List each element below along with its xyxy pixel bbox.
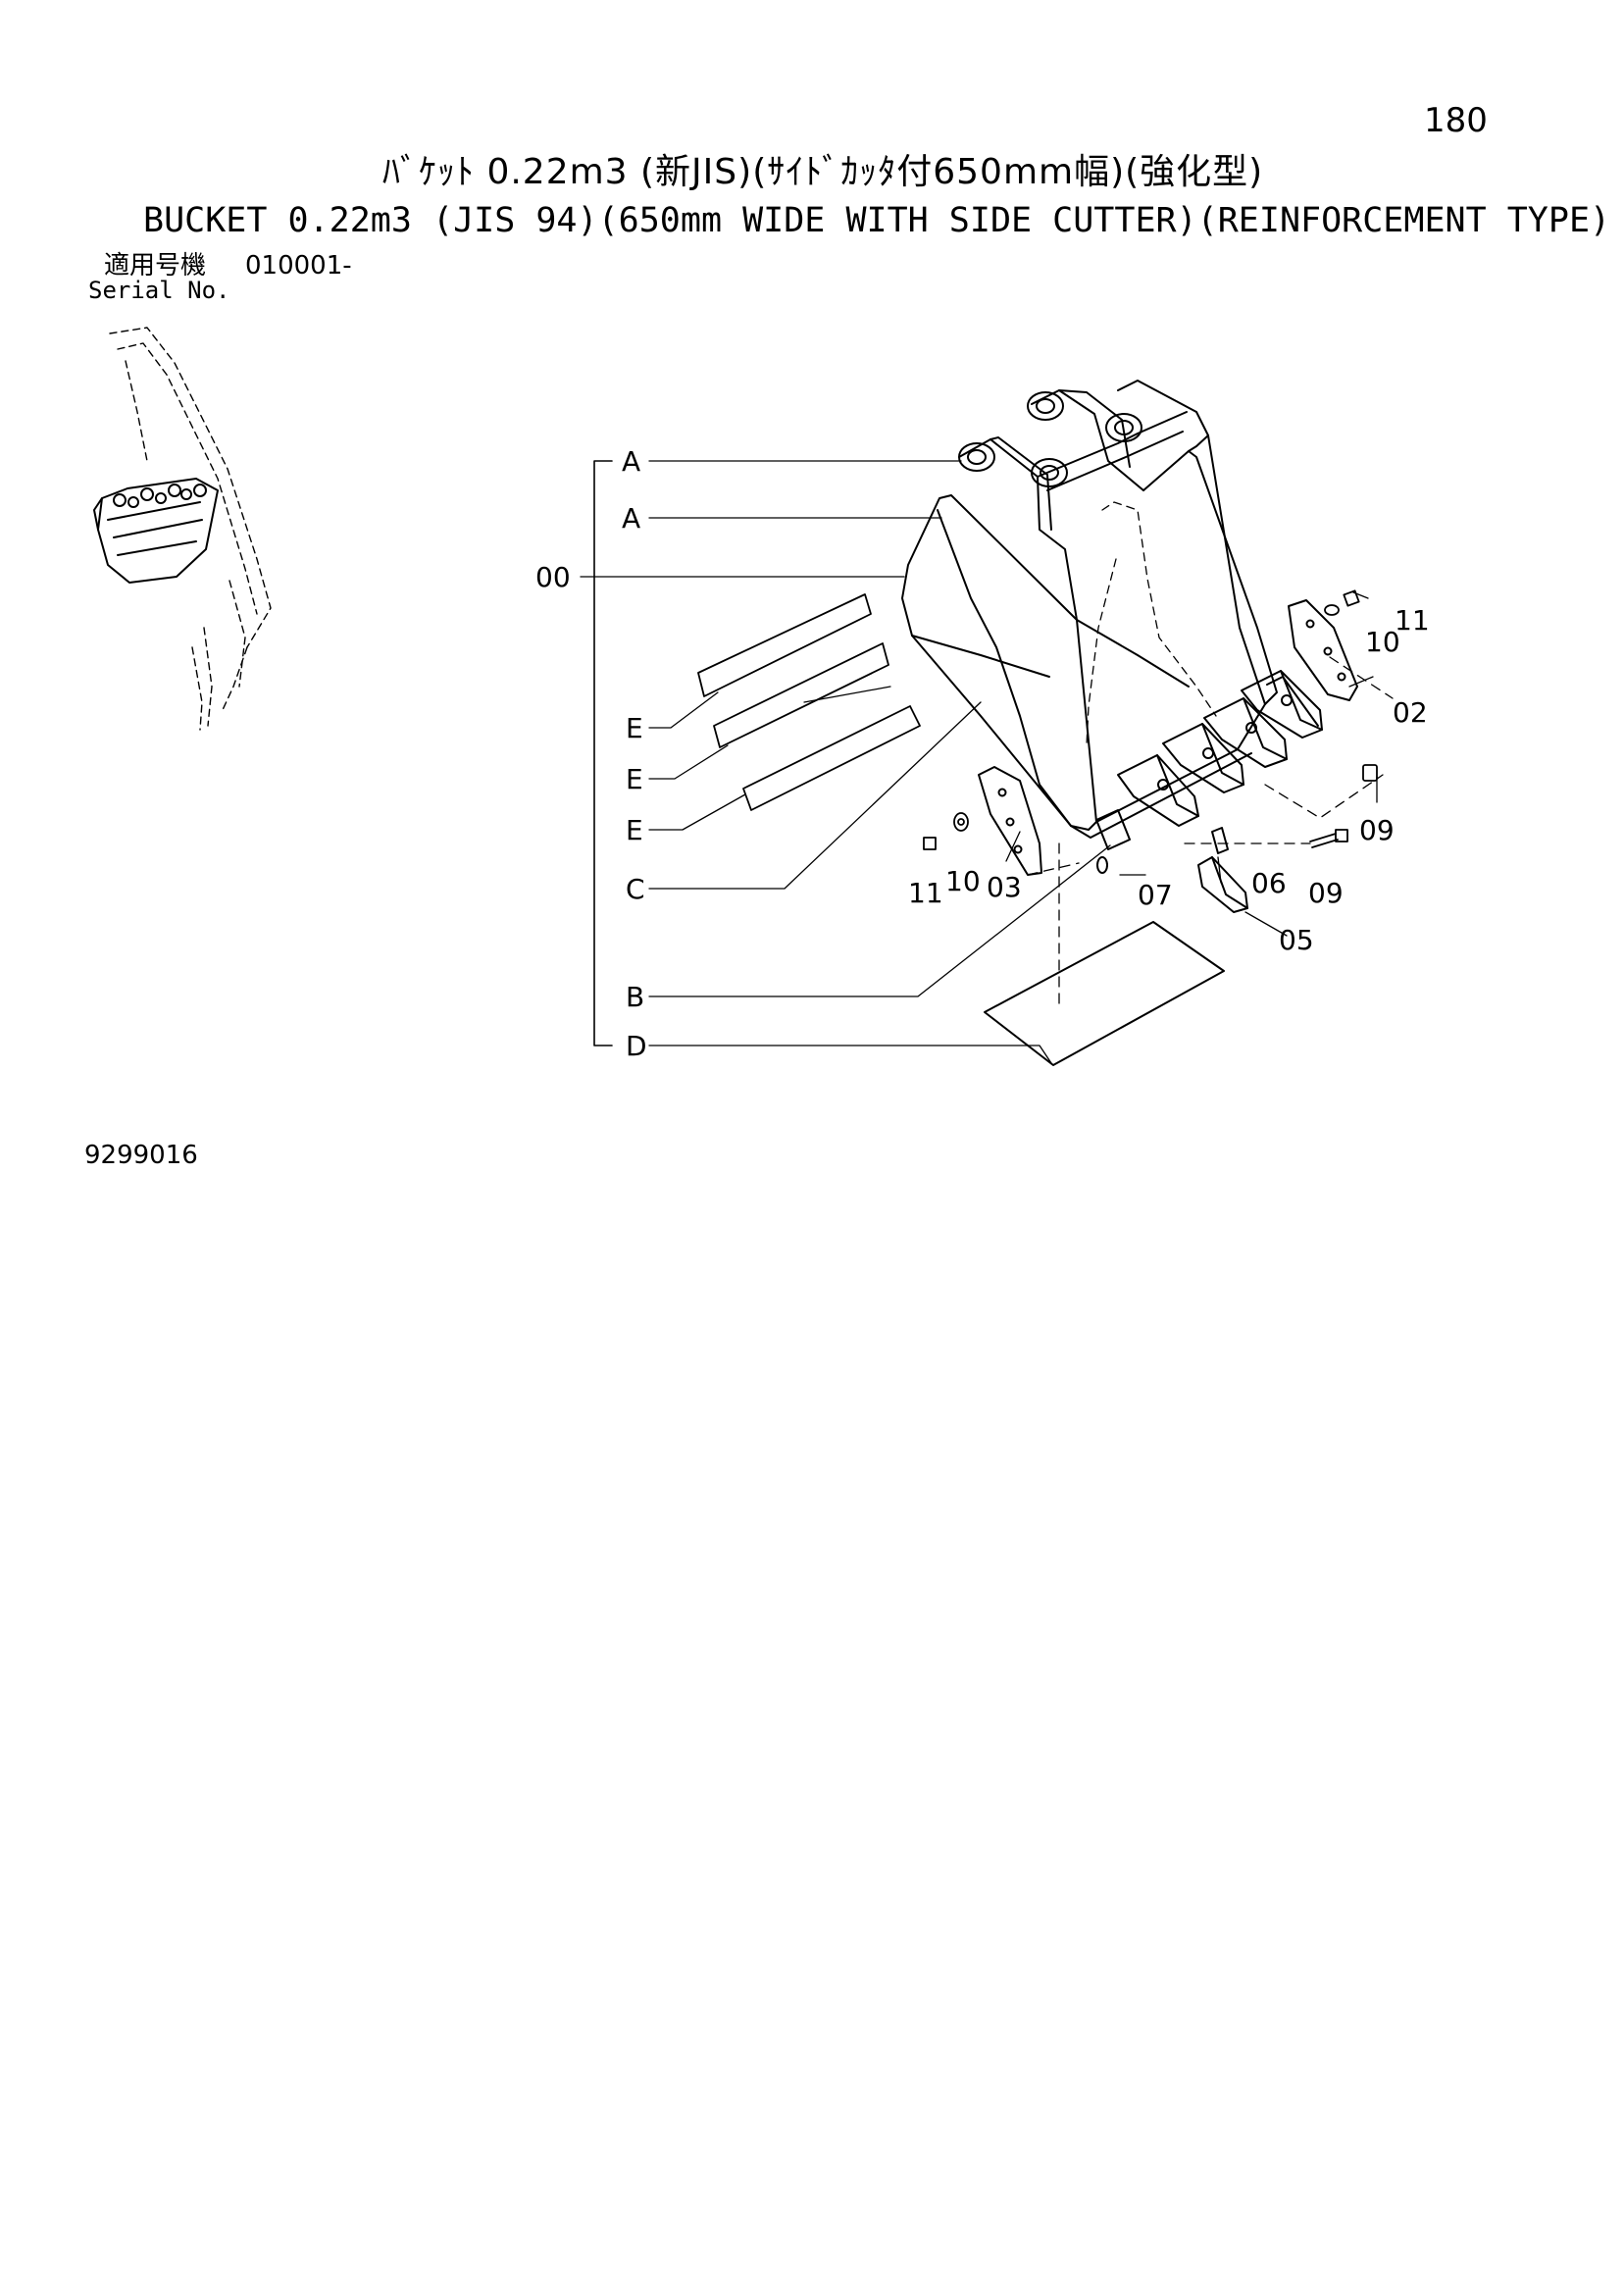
- callout-assembly: 00: [535, 561, 571, 593]
- callout-b: B: [626, 981, 644, 1013]
- hidden-lines: [1027, 656, 1394, 1011]
- side-cutter-right: [1288, 599, 1358, 701]
- callout-part-11-right: 11: [1395, 604, 1430, 637]
- callout-part-09-right: 09: [1359, 814, 1395, 846]
- wear-plate: [984, 921, 1225, 1066]
- callout-e3: E: [626, 814, 643, 846]
- title-japanese: ﾊﾞｹｯﾄ 0.22m3 (新JIS)(ｻｲﾄﾞｶｯﾀ付650mm幅)(強化型): [382, 152, 1264, 192]
- tooth-exploded: [1096, 827, 1248, 913]
- callout-part-11-left: 11: [908, 877, 943, 909]
- leader-lines: [580, 460, 1378, 1064]
- wear-strips: [697, 593, 921, 811]
- serial-label-japanese: 適用号機: [104, 251, 207, 281]
- title-english: BUCKET 0.22m3 (JIS 94)(650mm WIDE WITH S…: [143, 201, 1611, 240]
- serial-value: 010001-: [245, 251, 352, 281]
- callout-d: D: [626, 1030, 647, 1062]
- callout-e2: E: [626, 763, 643, 795]
- callout-bracket: [593, 460, 613, 1046]
- callout-a1: A: [622, 445, 640, 478]
- serial-label-english: Serial No.: [88, 277, 230, 304]
- callout-part-06: 06: [1251, 867, 1287, 899]
- side-cutter-left: [978, 766, 1042, 876]
- callout-a2: A: [622, 502, 640, 535]
- callout-e1: E: [626, 712, 643, 744]
- callout-part-10-left: 10: [945, 865, 981, 897]
- callout-part-02: 02: [1393, 696, 1428, 729]
- callout-part-05: 05: [1279, 924, 1314, 956]
- callout-c: C: [626, 873, 645, 905]
- excavator-thumbnail-bucket: [93, 478, 219, 584]
- callout-part-10-right: 10: [1365, 626, 1400, 658]
- callout-part-07: 07: [1138, 879, 1173, 911]
- bucket-body: [901, 380, 1278, 839]
- bucket-teeth: [1095, 670, 1323, 850]
- page-number: 180: [1424, 101, 1488, 140]
- fasteners: [923, 589, 1378, 850]
- callout-part-09-mid: 09: [1308, 877, 1344, 909]
- callout-part-03: 03: [987, 871, 1022, 903]
- excavator-thumbnail: [109, 327, 272, 731]
- callout-labels: A A 00 E E E C B D 11 10 02 09 11 10 03 …: [535, 445, 1430, 1062]
- drawing-number: 9299016: [84, 1141, 198, 1170]
